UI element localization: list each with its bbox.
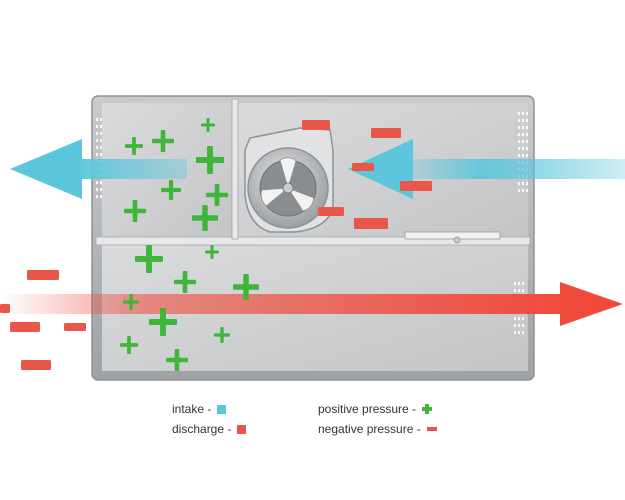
legend-intake: intake - (172, 402, 227, 416)
plus-icon (233, 274, 259, 300)
minus-icon (352, 163, 374, 171)
plus-icon (214, 327, 230, 343)
minus-icon (302, 120, 330, 130)
minus-icon (10, 322, 40, 332)
legend-discharge-label: discharge - (172, 422, 232, 436)
minus-icon (400, 181, 432, 191)
legend-positive-pressure-label: positive pressure - (318, 402, 417, 416)
intake-arrow-icon (10, 139, 187, 199)
minus-icon (64, 323, 86, 331)
damper-slot (404, 231, 501, 240)
discharge-arrow-icon (0, 282, 623, 326)
plus-icon (174, 271, 196, 293)
plus-icon (152, 130, 174, 152)
legend-negative-pressure: negative pressure - (318, 422, 437, 436)
legend-negative-pressure-label: negative pressure - (318, 422, 421, 436)
minus-icon (27, 270, 59, 280)
intake-swatch (217, 404, 227, 414)
plus-icon (124, 200, 146, 222)
legend-positive-pressure: positive pressure - (318, 402, 433, 416)
blower-fan-icon (244, 127, 334, 233)
plus-icon (422, 404, 433, 414)
plus-icon (205, 245, 219, 259)
plus-icon (135, 245, 163, 273)
plus-icon (123, 294, 139, 310)
legend-intake-label: intake - (172, 402, 212, 416)
plus-icon (206, 184, 228, 206)
minus-icon (371, 128, 401, 138)
plus-icon (166, 349, 188, 371)
intake-arrow-icon (348, 139, 625, 199)
minus-icon (354, 218, 388, 229)
plus-icon (192, 205, 218, 231)
discharge-swatch (237, 424, 247, 434)
damper-pivot (453, 236, 461, 244)
plus-icon (201, 118, 215, 132)
plus-icon (196, 146, 224, 174)
pressure-markers (0, 118, 432, 371)
plus-icon (125, 137, 143, 155)
plus-icon (120, 336, 138, 354)
plus-icon (149, 308, 177, 336)
horizontal-divider (95, 236, 531, 246)
plus-icon (161, 180, 181, 200)
minus-icon (426, 427, 437, 431)
legend-discharge: discharge - (172, 422, 247, 436)
minus-icon (21, 360, 51, 370)
minus-icon (318, 207, 344, 216)
vertical-divider (231, 98, 239, 240)
minus-icon (0, 304, 10, 313)
